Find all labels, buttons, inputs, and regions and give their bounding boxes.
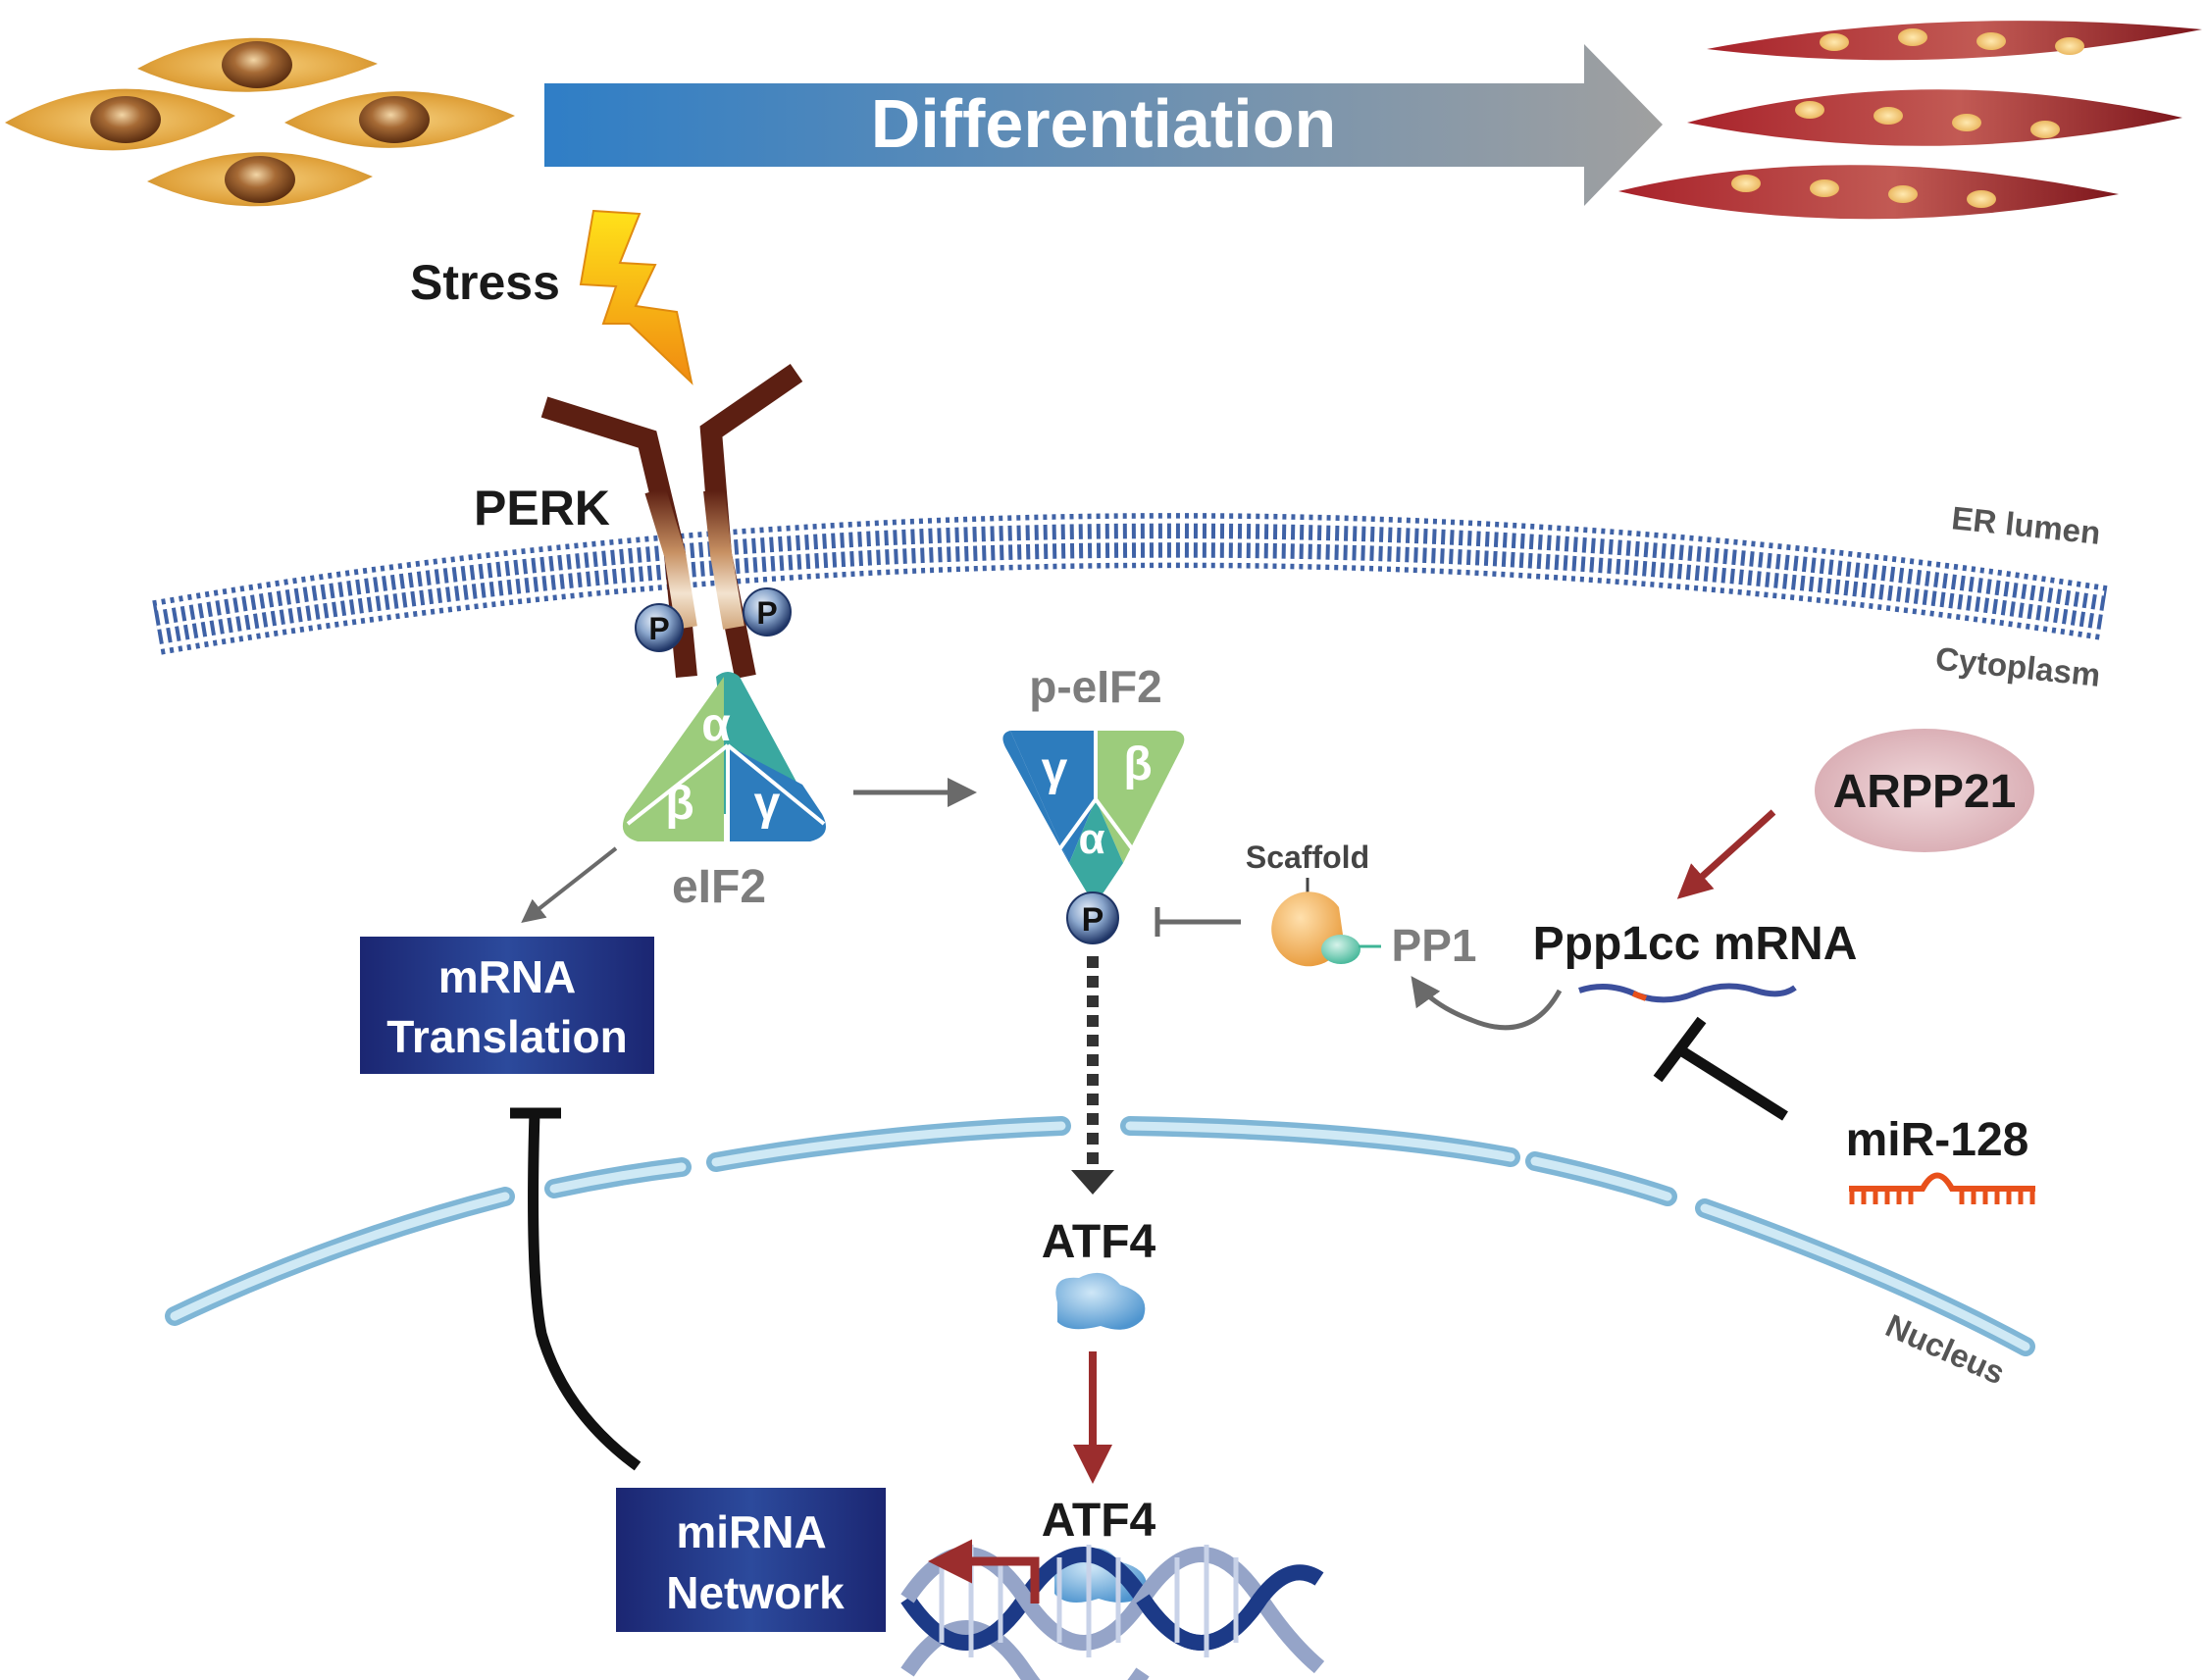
mrna-translation-line1: mRNA — [438, 951, 577, 1002]
mir128-hairpin-icon — [1849, 1172, 2035, 1204]
er-membrane — [152, 513, 2109, 655]
atf4-cyto-protein — [1055, 1272, 1146, 1330]
eif2-gamma: γ — [754, 778, 781, 830]
stem-cell — [284, 91, 515, 148]
translation-loop-arrow — [1411, 976, 1563, 1031]
peif2-label: p-eIF2 — [1029, 661, 1161, 712]
atf4-cyto-label: ATF4 — [1042, 1216, 1156, 1268]
stress-label: Stress — [410, 255, 560, 310]
eif2-label: eIF2 — [672, 861, 766, 913]
pp1-label: PP1 — [1392, 920, 1477, 971]
muscle-fiber — [1687, 89, 2182, 146]
scaffold-pp1-complex — [1271, 891, 1381, 967]
muscle-fiber — [1707, 21, 2202, 61]
muscle-fiber — [1618, 165, 2119, 220]
mir128-inhibition — [1653, 1016, 1788, 1121]
perk-receptor — [540, 363, 803, 680]
mirna-network-box: miRNA Network — [616, 1488, 886, 1632]
ppp1cc-mrna-strand — [1578, 983, 1797, 1003]
arpp21-label: ARPP21 — [1833, 766, 2017, 818]
atf4-nuclear-label: ATF4 — [1042, 1495, 1156, 1547]
svg-text:P: P — [648, 611, 669, 646]
svg-text:P: P — [756, 595, 777, 631]
perk-phospho-left: P — [635, 603, 684, 652]
mirna-network-line1: miRNA — [676, 1506, 826, 1557]
eif2-alpha: α — [701, 699, 731, 751]
differentiation-label: Differentiation — [871, 85, 1336, 162]
eif2-complex: α β γ — [622, 672, 826, 841]
perk-phospho-right: P — [743, 587, 792, 636]
mrna-translation-box: mRNA Translation — [360, 937, 654, 1074]
eif2-beta: β — [665, 778, 693, 830]
peif2-alpha: α — [1078, 815, 1104, 863]
mir128-label: miR-128 — [1846, 1114, 2029, 1166]
mirna-translation-inhibition — [510, 1107, 642, 1471]
arpp21: ARPP21 — [1815, 729, 2034, 852]
scaffold-label: Scaffold — [1246, 840, 1369, 875]
atf4-induction-arrowhead — [1071, 1170, 1114, 1195]
peif2-complex: γ β α — [1002, 731, 1185, 897]
cytoplasm-label: Cytoplasm — [1933, 640, 2102, 693]
transcription-arrow — [928, 1539, 1040, 1604]
stem-cells-cluster — [5, 37, 515, 207]
mirna-network-line2: Network — [666, 1567, 845, 1618]
svg-text:P: P — [1082, 901, 1104, 939]
perk-label: PERK — [474, 481, 610, 535]
differentiation-arrow: Differentiation — [544, 44, 1663, 206]
er-lumen-label: ER lumen — [1950, 499, 2102, 551]
mrna-translation-line2: Translation — [386, 1011, 627, 1062]
peif2-phospho: P — [1066, 891, 1119, 944]
translation-arrow — [521, 846, 618, 923]
pp1-inhibition — [1155, 907, 1241, 937]
peif2-gamma: γ — [1042, 743, 1068, 795]
arpp21-activation-arrow — [1676, 809, 1776, 899]
nuclear-envelope — [165, 1116, 2035, 1356]
peif2-beta: β — [1123, 738, 1152, 790]
muscle-fibers — [1618, 21, 2202, 220]
ppp1cc-mrna-label: Ppp1cc mRNA — [1533, 918, 1858, 970]
stem-cell — [147, 152, 373, 207]
stem-cell — [137, 37, 378, 92]
stem-cell — [5, 88, 235, 151]
lightning-bolt-icon — [579, 209, 693, 385]
